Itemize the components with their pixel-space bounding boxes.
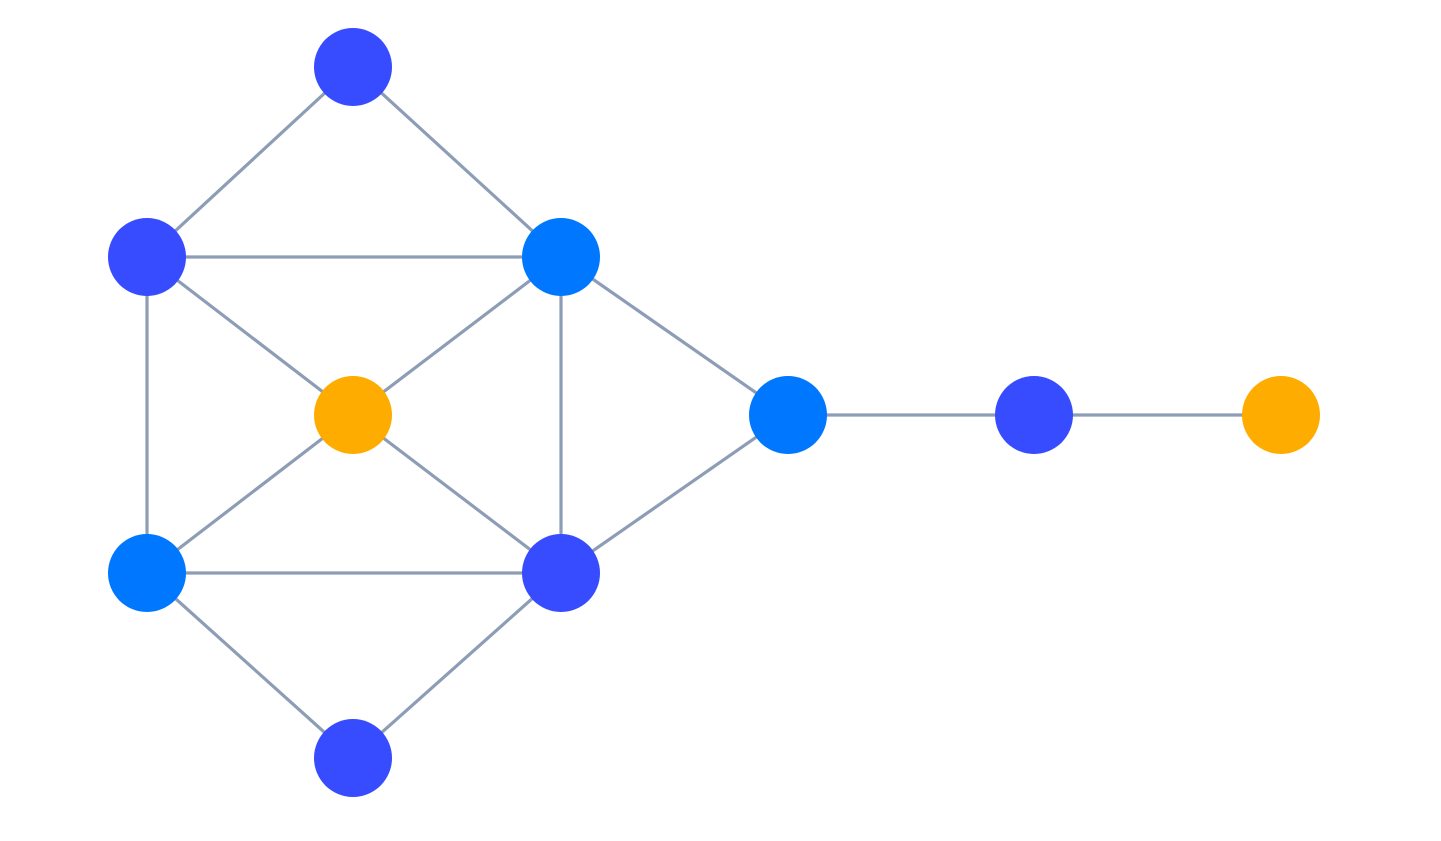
nodes-layer — [108, 28, 1320, 797]
edge-top-upper-left — [145, 65, 355, 259]
node-top — [314, 28, 392, 106]
edge-upper-right-center — [351, 255, 563, 417]
edge-top-upper-right — [351, 65, 563, 259]
edge-center-lower-left — [145, 413, 355, 575]
node-upper-right — [522, 218, 600, 296]
node-lower-right — [522, 534, 600, 612]
edge-lower-right-bottom — [351, 571, 563, 760]
edge-lower-left-bottom — [145, 571, 355, 760]
edge-upper-right-hub — [559, 255, 790, 417]
edge-center-lower-right — [351, 413, 563, 575]
edges-layer — [145, 65, 1283, 760]
node-chain-middle — [995, 376, 1073, 454]
node-lower-left — [108, 534, 186, 612]
edge-upper-left-center — [145, 255, 355, 417]
node-bottom — [314, 719, 392, 797]
node-chain-end — [1242, 376, 1320, 454]
node-upper-left — [108, 218, 186, 296]
node-hub — [749, 376, 827, 454]
node-center — [314, 376, 392, 454]
edge-lower-right-hub — [559, 413, 790, 575]
